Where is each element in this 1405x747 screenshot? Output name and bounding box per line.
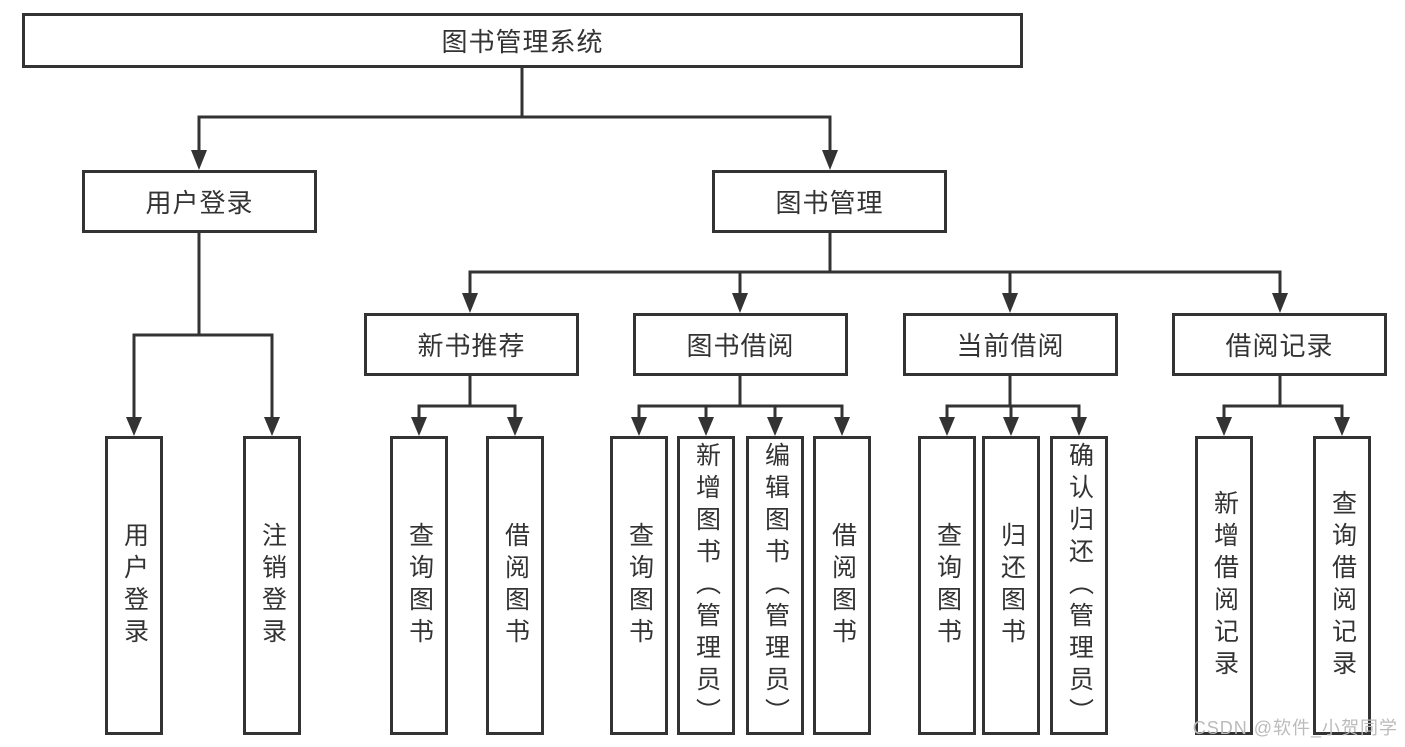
arrow-down-icon <box>191 150 207 170</box>
leaf-confirm-return-admin: 确认归还（管理员） <box>1050 436 1108 735</box>
leaf-add-borrow-record: 新增借阅记录 <box>1195 436 1253 735</box>
leaf-user-login: 用户登录 <box>105 436 163 735</box>
leaf-return-book: 归还图书 <box>982 436 1040 735</box>
arrow-down-icon <box>1334 417 1350 436</box>
arrow-down-icon <box>1272 293 1288 313</box>
node-current-borrow: 当前借阅 <box>903 313 1118 376</box>
leaf-borrow-book: 借阅图书 <box>813 436 871 735</box>
arrow-down-icon <box>939 417 955 436</box>
leaf-query-book-recommend: 查询图书 <box>390 436 448 735</box>
leaf-logout: 注销登录 <box>243 436 301 735</box>
arrow-down-icon <box>732 293 748 313</box>
connector-root-branch <box>197 115 832 151</box>
leaf-query-borrow-record: 查询借阅记录 <box>1313 436 1371 735</box>
arrow-down-icon <box>264 417 280 436</box>
leaf-borrow-book-recommend: 借阅图书 <box>486 436 544 735</box>
connector-borrow-record-branch <box>1222 404 1344 418</box>
node-book-borrow: 图书借阅 <box>633 313 848 376</box>
connector-new-book-branch <box>417 404 517 418</box>
leaf-query-book-current: 查询图书 <box>918 436 976 735</box>
connector-current-borrow-branch <box>945 404 1081 418</box>
arrow-down-icon <box>834 417 850 436</box>
arrow-down-icon <box>1003 417 1019 436</box>
arrow-down-icon <box>1071 417 1087 436</box>
arrow-down-icon <box>698 417 714 436</box>
node-user-login: 用户登录 <box>82 170 317 233</box>
arrow-down-icon <box>822 150 838 170</box>
arrow-down-icon <box>462 293 478 313</box>
node-new-book-recommend: 新书推荐 <box>364 313 579 376</box>
arrow-down-icon <box>507 417 523 436</box>
arrow-down-icon <box>1216 417 1232 436</box>
arrow-down-icon <box>1002 293 1018 313</box>
node-book-management: 图书管理 <box>712 170 947 233</box>
node-library-management-system: 图书管理系统 <box>22 13 1023 68</box>
leaf-query-book-borrow: 查询图书 <box>610 436 668 735</box>
arrow-down-icon <box>411 417 427 436</box>
connector-strokes <box>132 68 1344 418</box>
node-borrow-record: 借阅记录 <box>1172 313 1387 376</box>
arrow-down-icon <box>126 417 142 436</box>
leaf-add-book-admin: 新增图书（管理员） <box>677 436 735 735</box>
leaf-edit-book-admin: 编辑图书（管理员） <box>746 436 804 735</box>
connector-book-borrow-branch <box>637 404 844 418</box>
arrow-down-icon <box>631 417 647 436</box>
connector-user-login-branch <box>132 333 274 418</box>
connector-arrowheads <box>126 150 1350 436</box>
arrow-down-icon <box>767 417 783 436</box>
connector-book-mgmt-branch <box>468 270 1282 294</box>
